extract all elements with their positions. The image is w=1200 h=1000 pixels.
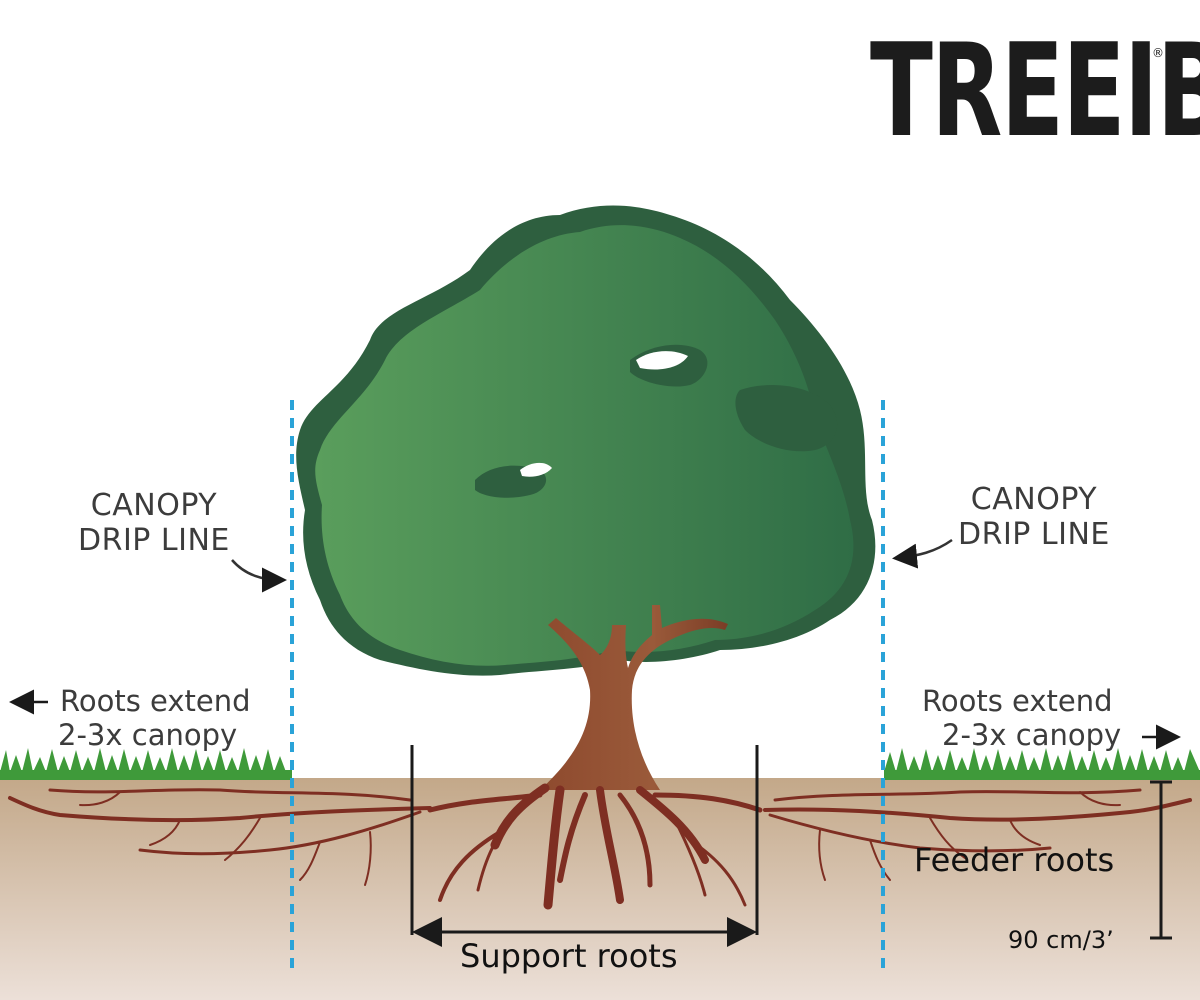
- roots-right-line-2: 2-3x canopy: [942, 718, 1122, 753]
- canopy-left-line-1: CANOPY: [90, 488, 218, 523]
- canopy-drip-line-left-label: CANOPY DRIP LINE: [78, 488, 230, 559]
- root-system: [8, 783, 1192, 910]
- tree-canopy: [296, 205, 876, 676]
- canopy-right-line-2: DRIP LINE: [958, 517, 1110, 553]
- canopy-right-arrow: [892, 538, 953, 569]
- depth-label: 90 cm/3’: [1008, 926, 1114, 954]
- roots-right-line-1: Roots extend: [922, 684, 1113, 718]
- canopy-left-line-2: DRIP LINE: [78, 523, 230, 559]
- grass-right: [884, 748, 1200, 780]
- grass-left: [0, 748, 292, 780]
- roots-left-line-1: Roots extend: [60, 684, 251, 718]
- support-roots-bracket: [410, 745, 759, 947]
- registered-mark: ®: [1152, 46, 1164, 60]
- roots-extend-right-label: Roots extend 2-3x canopy: [922, 684, 1121, 752]
- brand-logo: TREEIB: [870, 17, 1200, 166]
- feeder-roots-label: Feeder roots: [914, 841, 1115, 879]
- roots-left-line-2: 2-3x canopy: [58, 718, 238, 753]
- canopy-left-arrow: [231, 559, 287, 593]
- depth-bracket: [1150, 780, 1172, 940]
- canopy-drip-line-right-label: CANOPY DRIP LINE: [958, 482, 1110, 553]
- canopy-right-line-1: CANOPY: [970, 482, 1098, 517]
- tree-trunk: [540, 605, 728, 790]
- support-roots-label: Support roots: [460, 937, 678, 975]
- roots-extend-left-label: Roots extend 2-3x canopy: [58, 684, 251, 752]
